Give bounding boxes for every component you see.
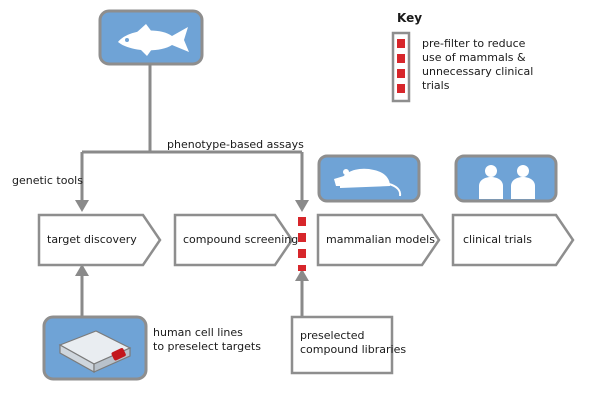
cells-panel xyxy=(42,315,148,381)
stage-chevrons xyxy=(37,213,575,267)
arrowhead-from-cells xyxy=(75,264,89,276)
key-line-2: use of mammals & xyxy=(422,51,526,64)
arrowhead-target-discovery xyxy=(75,200,89,212)
chevron-compound-screening xyxy=(173,213,294,267)
key-title: Key xyxy=(397,11,423,25)
chevron-clinical-trials xyxy=(451,213,575,267)
key-markers xyxy=(391,31,411,103)
fish-panel xyxy=(98,9,204,66)
human-panel xyxy=(454,154,558,203)
key-line-4: trials xyxy=(422,79,450,92)
key-description: pre-filter to reduce use of mammals & un… xyxy=(422,37,542,93)
phenotype-assays-label: phenotype-based assays xyxy=(167,138,304,151)
compounds-note: preselected compound libraries xyxy=(300,329,406,357)
stage-compound-screening: compound screening xyxy=(183,233,299,246)
people-icon xyxy=(479,165,535,199)
connector-lines xyxy=(80,64,304,317)
arrowheads xyxy=(75,200,309,281)
cells-note: human cell lines to preselect targets xyxy=(153,326,261,354)
chevron-target-discovery xyxy=(37,213,162,267)
compounds-note-line-1: preselected xyxy=(300,329,365,342)
compounds-note-line-2: compound libraries xyxy=(300,343,407,356)
arrowhead-from-compounds xyxy=(295,269,309,281)
key-line-1: pre-filter to reduce xyxy=(422,37,526,50)
rat-icon xyxy=(334,168,402,197)
cells-note-line-2: to preselect targets xyxy=(153,340,261,353)
filter-markers xyxy=(298,217,306,271)
mammal-panel xyxy=(317,154,421,203)
stage-mammalian-models: mammalian models xyxy=(326,233,435,246)
stage-clinical-trials: clinical trials xyxy=(463,233,532,246)
stage-target-discovery: target discovery xyxy=(47,233,137,246)
arrowhead-filter xyxy=(295,200,309,212)
cells-note-line-1: human cell lines xyxy=(153,326,243,339)
compounds-box xyxy=(290,315,394,375)
key-line-3: unnecessary clinical xyxy=(422,65,534,78)
cell-culture-flask-icon xyxy=(58,330,132,374)
fish-icon xyxy=(118,24,189,56)
chevron-mammalian-models xyxy=(316,213,441,267)
genetic-tools-label: genetic tools xyxy=(12,174,83,187)
